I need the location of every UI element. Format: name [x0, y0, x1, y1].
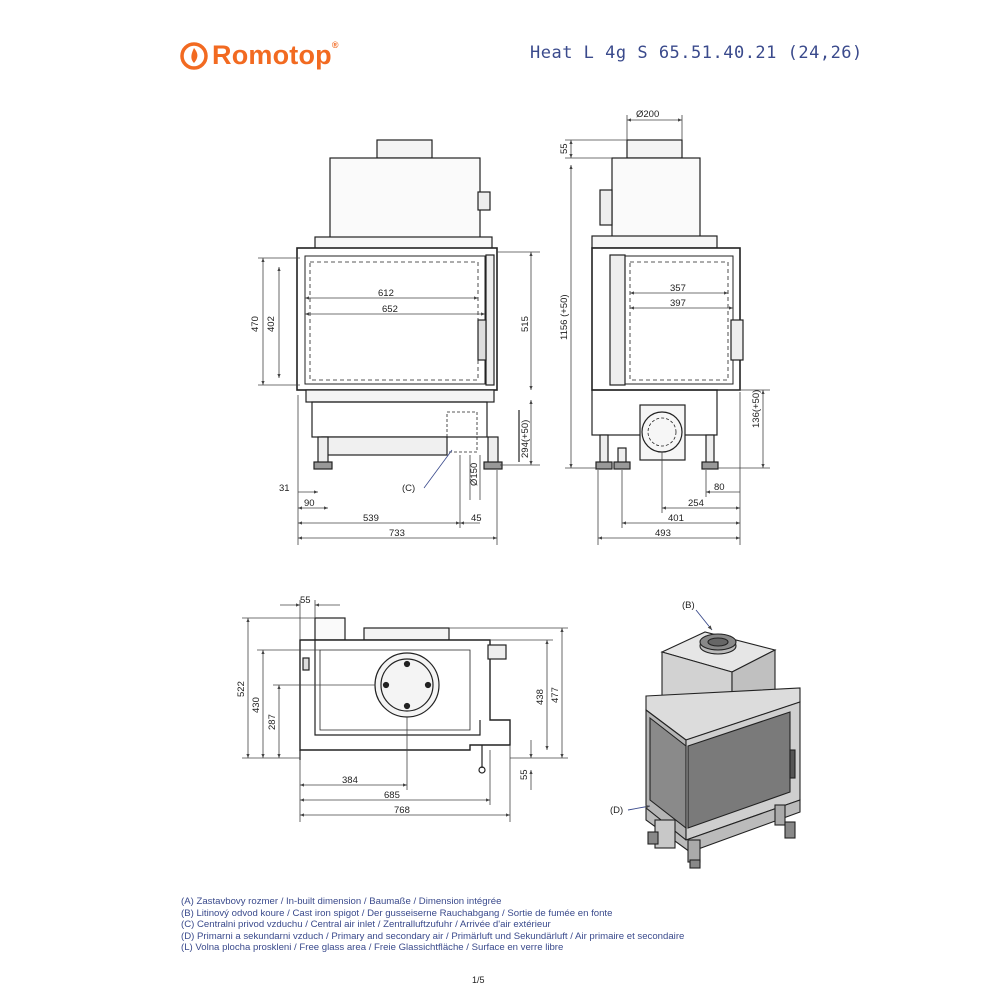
front-view-dimensions [258, 251, 540, 545]
dim-80: 80 [714, 482, 725, 493]
dim-287: 287 [267, 714, 278, 730]
dim-685: 685 [384, 790, 400, 801]
label-d: (D) [610, 805, 623, 816]
page-number: 1/5 [472, 975, 485, 985]
dim-45: 45 [471, 513, 482, 524]
isometric-view-labels: (B) (D) [610, 600, 695, 816]
dim-522: 522 [236, 681, 247, 697]
top-view-labels: 55 522 430 287 438 477 55 384 685 768 [236, 595, 561, 816]
front-view [296, 139, 520, 470]
dim-397: 397 [670, 298, 686, 309]
dim-401: 401 [668, 513, 684, 524]
isometric-view-leaders [627, 609, 713, 811]
dim-515: 515 [520, 316, 531, 332]
legend-item-c: (C) Centralni privod vzduchu / Central a… [181, 919, 551, 931]
dim-294: 294(+50) [520, 420, 531, 458]
model-title: Heat L 4g S 65.51.40.21 (24,26) [530, 43, 863, 63]
top-view [299, 617, 511, 774]
side-view-dimensions [565, 115, 770, 545]
top-view-dimensions [242, 600, 568, 822]
front-view-labels: 612 652 470 402 515 294(+50) Ø150 (C) 31… [250, 288, 531, 539]
dim-477: 477 [550, 687, 561, 703]
dim-438: 438 [535, 689, 546, 705]
dim-539: 539 [363, 513, 379, 524]
dim-55-right: 55 [519, 769, 530, 780]
legend: (A) Zastavbovy rozmer / In-built dimensi… [181, 896, 684, 954]
dim-136: 136(+50) [751, 390, 762, 428]
dim-1156: 1156 (+50) [559, 294, 570, 340]
dim-470: 470 [250, 316, 261, 332]
legend-item-a: (A) Zastavbovy rozmer / In-built dimensi… [181, 896, 502, 907]
side-view [591, 139, 744, 470]
legend-item-b: (B) Litinový odvod koure / Cast iron spi… [181, 907, 613, 919]
label-c: (C) [402, 483, 415, 494]
dim-384: 384 [342, 775, 358, 786]
dim-diameter-150: Ø150 [469, 463, 480, 486]
dim-31: 31 [279, 483, 290, 494]
label-b: (B) [682, 600, 695, 611]
legend-item-d: (D) Primarni a sekundarni vzduch / Prima… [181, 930, 685, 942]
legend-item-l: (L) Volna plocha proskleni / Free glass … [181, 942, 564, 954]
dim-55-top: 55 [300, 595, 311, 606]
dim-652: 652 [382, 304, 398, 315]
dim-55-side: 55 [559, 143, 570, 154]
dim-357: 357 [670, 283, 686, 294]
dim-diameter-200: Ø200 [636, 109, 659, 120]
dim-90: 90 [304, 498, 315, 509]
dim-402: 402 [266, 316, 277, 332]
side-view-labels: Ø200 55 1156 (+50) 357 397 136(+50) 80 2… [559, 109, 762, 539]
dim-254: 254 [688, 498, 704, 509]
dim-768: 768 [394, 805, 410, 816]
dim-733: 733 [389, 528, 405, 539]
romotop-logo: Romotop® [180, 40, 339, 71]
brand-name: Romotop® [212, 40, 339, 70]
isometric-view [645, 631, 801, 869]
dim-493: 493 [655, 528, 671, 539]
dim-612: 612 [378, 288, 394, 299]
dim-430: 430 [251, 697, 262, 713]
flame-logo-icon [180, 41, 208, 70]
